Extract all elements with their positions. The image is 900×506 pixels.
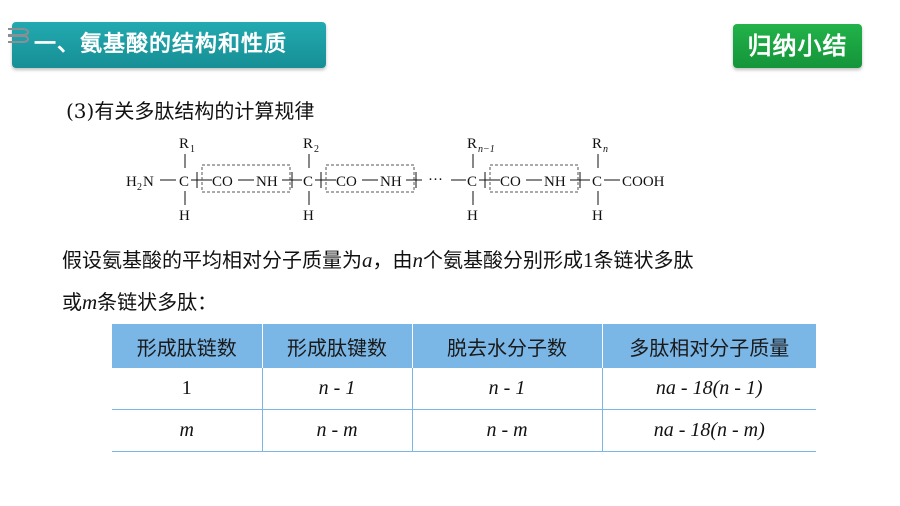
peptide-bond-box-1 [201,164,291,193]
section-banner-title: 一、氨基酸的结构和性质 [34,32,288,57]
paragraph-line-1: 假设氨基酸的平均相对分子质量为a，由n个氨基酸分别形成1条链状多肽 [62,244,862,273]
formula-rn1: R [467,136,477,152]
formula-h-1: H [179,208,190,224]
formula-start-n: N [143,174,154,190]
formula-r1: R [179,136,189,152]
num-1: 1 [583,248,594,272]
table-cell: n - m [411,409,602,452]
peptide-bond-box-2 [325,164,415,193]
formula-carbon-n: C [592,174,602,190]
column-header: 脱去水分子数 [411,324,602,368]
binder-rings-icon [8,28,30,43]
formula-h-n1: H [467,208,478,224]
text: 条链状多肽 [593,248,694,272]
formula-h-2: H [303,208,314,224]
section-number: (3) [66,99,95,123]
formula-start-h: H [126,174,137,190]
var-a: a [362,248,373,272]
calculation-table: 形成肽链数 形成肽键数 脱去水分子数 多肽相对分子质量 1 n - 1 n - … [112,324,816,452]
text: 或 [62,290,82,314]
table-header-row: 形成肽链数 形成肽键数 脱去水分子数 多肽相对分子质量 [112,324,816,368]
table-cell: n - m [261,409,412,452]
text: 条链状多肽： [97,290,218,314]
var-m: m [82,290,98,314]
formula-co-2: CO [336,174,357,190]
formula-end-group: COOH [622,174,665,190]
section-heading: (3)有关多肽结构的计算规律 [66,95,314,124]
formula-co-1: CO [212,174,233,190]
formula-carbon-1: C [179,174,189,190]
formula-r1-sub: 1 [190,144,195,155]
table-cell: na - 18(n - m) [601,409,816,452]
table-row: m n - m n - m na - 18(n - m) [112,409,816,452]
formula-ellipsis: ··· [428,172,443,188]
table-cell: m [112,409,262,452]
formula-nh-1: NH [256,174,278,190]
text: ，由 [372,248,413,272]
table-cell: n - 1 [411,368,602,410]
table-cell: na - 18(n - 1) [601,368,816,410]
peptide-bond-box-3 [489,164,579,193]
column-header: 形成肽链数 [112,324,262,368]
section-title: 有关多肽结构的计算规律 [94,99,315,123]
formula-carbon-n1: C [467,174,477,190]
table-row: 1 n - 1 n - 1 na - 18(n - 1) [112,368,816,410]
formula-h-n: H [592,208,603,224]
paragraph-line-2: 或m条链状多肽： [62,286,862,315]
text: 个氨基酸分别形成 [423,248,583,272]
formula-nh-2: NH [380,174,402,190]
formula-r2: R [303,136,313,152]
table-cell: 1 [112,368,262,410]
column-header: 形成肽键数 [261,324,412,368]
formula-co-3: CO [500,174,521,190]
formula-carbon-2: C [303,174,313,190]
column-header: 多肽相对分子质量 [601,324,816,368]
formula-nh-3: NH [544,174,566,190]
formula-rn: R [592,136,602,152]
formula-rn1-sub: n−1 [478,144,495,155]
section-banner: 一、氨基酸的结构和性质 [12,22,326,68]
summary-badge: 归纳小结 [733,24,862,68]
text: 假设氨基酸的平均相对分子质量为 [62,248,362,272]
formula-rn-sub: n [603,144,608,155]
table-cell: n - 1 [261,368,412,410]
formula-r2-sub: 2 [314,144,319,155]
formula-start-sub: 2 [137,182,142,193]
polypeptide-formula: H 2 N R 1 C H CO NH R 2 C H CO NH ··· R … [126,136,665,224]
var-n: n [412,248,424,272]
